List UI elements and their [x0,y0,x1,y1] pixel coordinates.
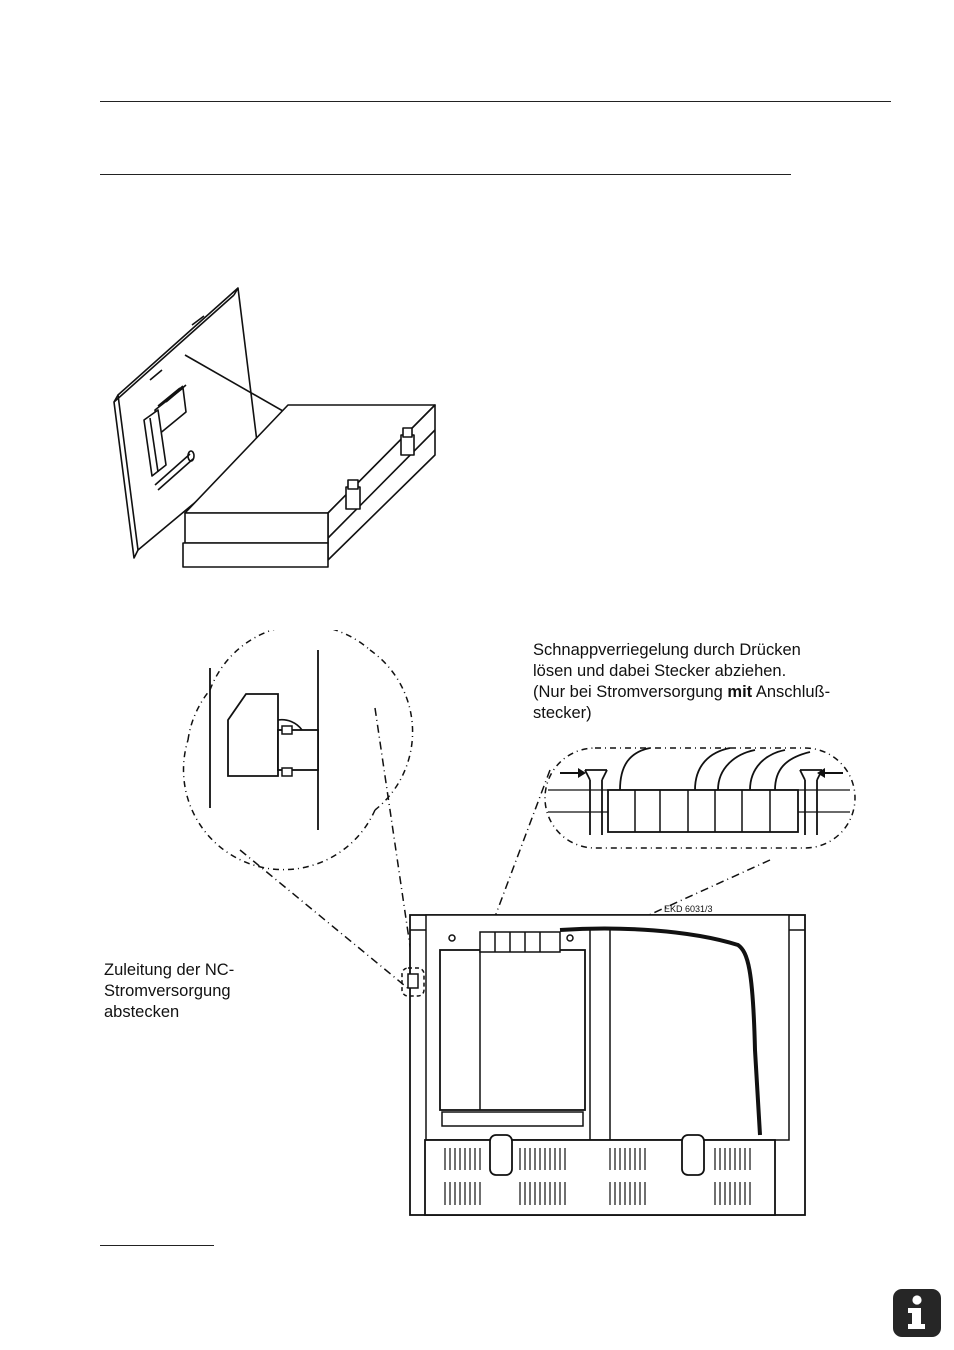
connector-callout-line-4: stecker) [533,704,592,722]
info-icon [893,1289,941,1337]
connector-callout-line-2: lösen und dabei Stecker abziehen. [533,662,787,680]
info-glyph [908,1295,925,1329]
storage-case-illustration [113,287,436,568]
connector-callout-line-3: (Nur bei Stromversorgung mit Anschluß- [533,683,831,701]
header-rule [100,101,891,102]
connector-callout-line-1: Schnappverriegelung durch Drücken [533,641,801,659]
supply-callout-line-2: Stromversorgung [104,982,231,1000]
footnote-rule [100,1245,214,1246]
supply-callout: Zuleitung der NC- Stromversorgung abstec… [104,960,304,1023]
supply-callout-line-3: abstecken [104,1003,180,1021]
section-rule [100,174,791,175]
power-supply-unit-illustration [182,630,856,1216]
part-number-label: EKD 6031/3 [664,904,713,914]
connector-callout: Schnappverriegelung durch Drücken lösen … [533,640,933,724]
supply-callout-line-1: Zuleitung der NC- [104,961,235,979]
